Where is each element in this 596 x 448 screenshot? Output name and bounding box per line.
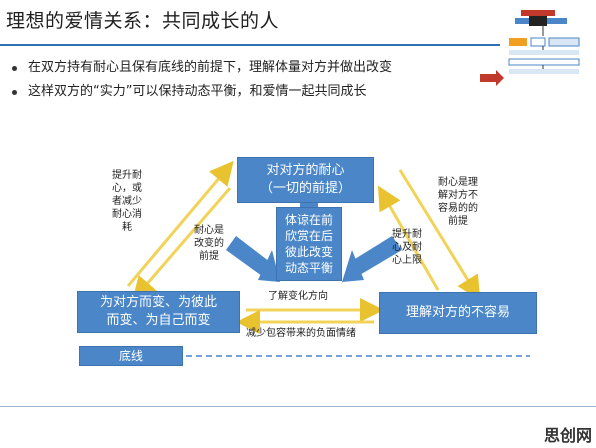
label-bottom: 减少包容带来的负面情绪 <box>246 328 356 339</box>
bullet-list: 在双方持有耐心且保有底线的前提下，理解体量对方并做出改变 这样双方的“实力”可以… <box>10 56 392 104</box>
blue-arrow-right <box>350 236 402 276</box>
bullet-item: 在双方持有耐心且保有底线的前提下，理解体量对方并做出改变 <box>10 56 392 80</box>
label-inner-left: 耐心是 改变的 前提 <box>194 225 224 262</box>
right-up-arrow <box>378 185 440 291</box>
patience-box: 对对方的耐心 （一切的前提） <box>237 157 374 203</box>
label-middle: 了解变化方向 <box>268 291 328 302</box>
right-down-arrow <box>398 169 481 301</box>
bullet-item: 这样双方的“实力”可以保持动态平衡，和爱情一起共同成长 <box>10 80 392 104</box>
blue-arrow-down <box>300 203 318 207</box>
understanding-box: 理解对方的不容易 <box>379 292 537 334</box>
label-top-left: 提升耐 心，或 者减少 耐心消 耗 <box>112 170 142 233</box>
label-top-right: 耐心是理 解对方不 容易的的 前提 <box>438 177 478 227</box>
title-underline <box>0 44 500 46</box>
blue-arrow-right-head <box>342 250 364 282</box>
blue-arrow-left <box>226 236 270 276</box>
left-down-arrow <box>132 187 232 302</box>
slide-title: 理想的爱情关系：共同成长的人 <box>6 10 280 32</box>
slide-thumbnail-icon <box>508 10 580 74</box>
watermark: 思创网 <box>541 422 594 446</box>
blue-arrow-left-head <box>258 250 280 282</box>
change-box: 为对方而变、为彼此 而变、为自己而变 <box>77 291 240 333</box>
bottom-line-box: 底线 <box>79 346 183 366</box>
left-up-arrow <box>126 160 234 287</box>
label-inner-right: 提升耐 心及耐 心上限 <box>392 229 422 266</box>
balance-box: 体谅在前 欣赏在后 彼此改变 动态平衡 <box>276 207 342 281</box>
footer-rule <box>0 406 596 407</box>
